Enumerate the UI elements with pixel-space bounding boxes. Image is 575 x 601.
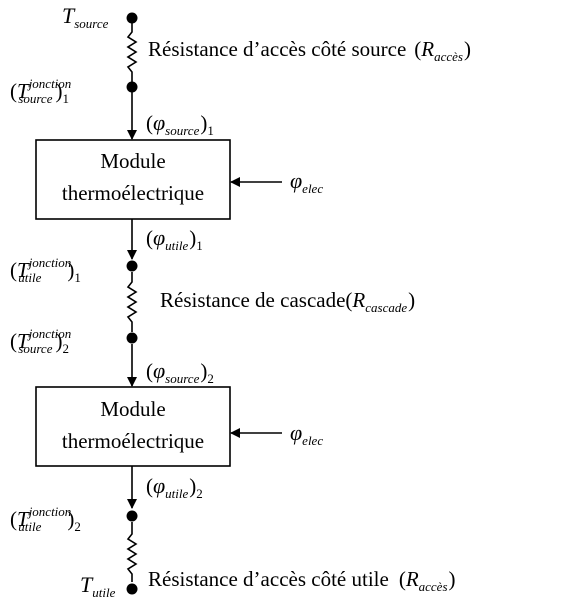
phi-elec-2-label: φelec xyxy=(290,420,323,448)
module-2-line2: thermoélectrique xyxy=(62,429,204,453)
resistance-access-utile-label: Résistance d’accès côté utile (Raccès) xyxy=(148,567,456,594)
node-t-source xyxy=(126,12,138,24)
resistance-access-source-label: Résistance d’accès côté source (Raccès) xyxy=(148,37,471,64)
module-1-line2: thermoélectrique xyxy=(62,181,204,205)
phi-elec-1-label: φelec xyxy=(290,168,323,196)
phi-source-2-label: (φsource)2 xyxy=(146,358,214,386)
resistance-cascade-label: Résistance de cascade(Rcascade) xyxy=(160,288,415,315)
node-junction-source-1 xyxy=(126,81,138,93)
resistor-access-utile xyxy=(126,522,138,582)
phi-utile-2-label: (φutile)2 xyxy=(146,473,203,501)
resistor-access-source xyxy=(126,23,138,82)
resistor-cascade xyxy=(126,272,138,332)
phi-source-1-label: (φsource)1 xyxy=(146,110,214,138)
t-source-label: Tsource xyxy=(62,3,109,31)
t-utile-label: Tutile xyxy=(80,572,116,600)
node-junction-utile-2 xyxy=(126,510,138,522)
module-2-line1: Module xyxy=(100,397,165,421)
phi-utile-1-label: (φutile)1 xyxy=(146,225,203,253)
module-1-line1: Module xyxy=(100,149,165,173)
module-thermoelectrique-2 xyxy=(35,386,231,467)
node-junction-source-2 xyxy=(126,332,138,344)
node-junction-utile-1 xyxy=(126,260,138,272)
node-t-utile xyxy=(126,583,138,595)
